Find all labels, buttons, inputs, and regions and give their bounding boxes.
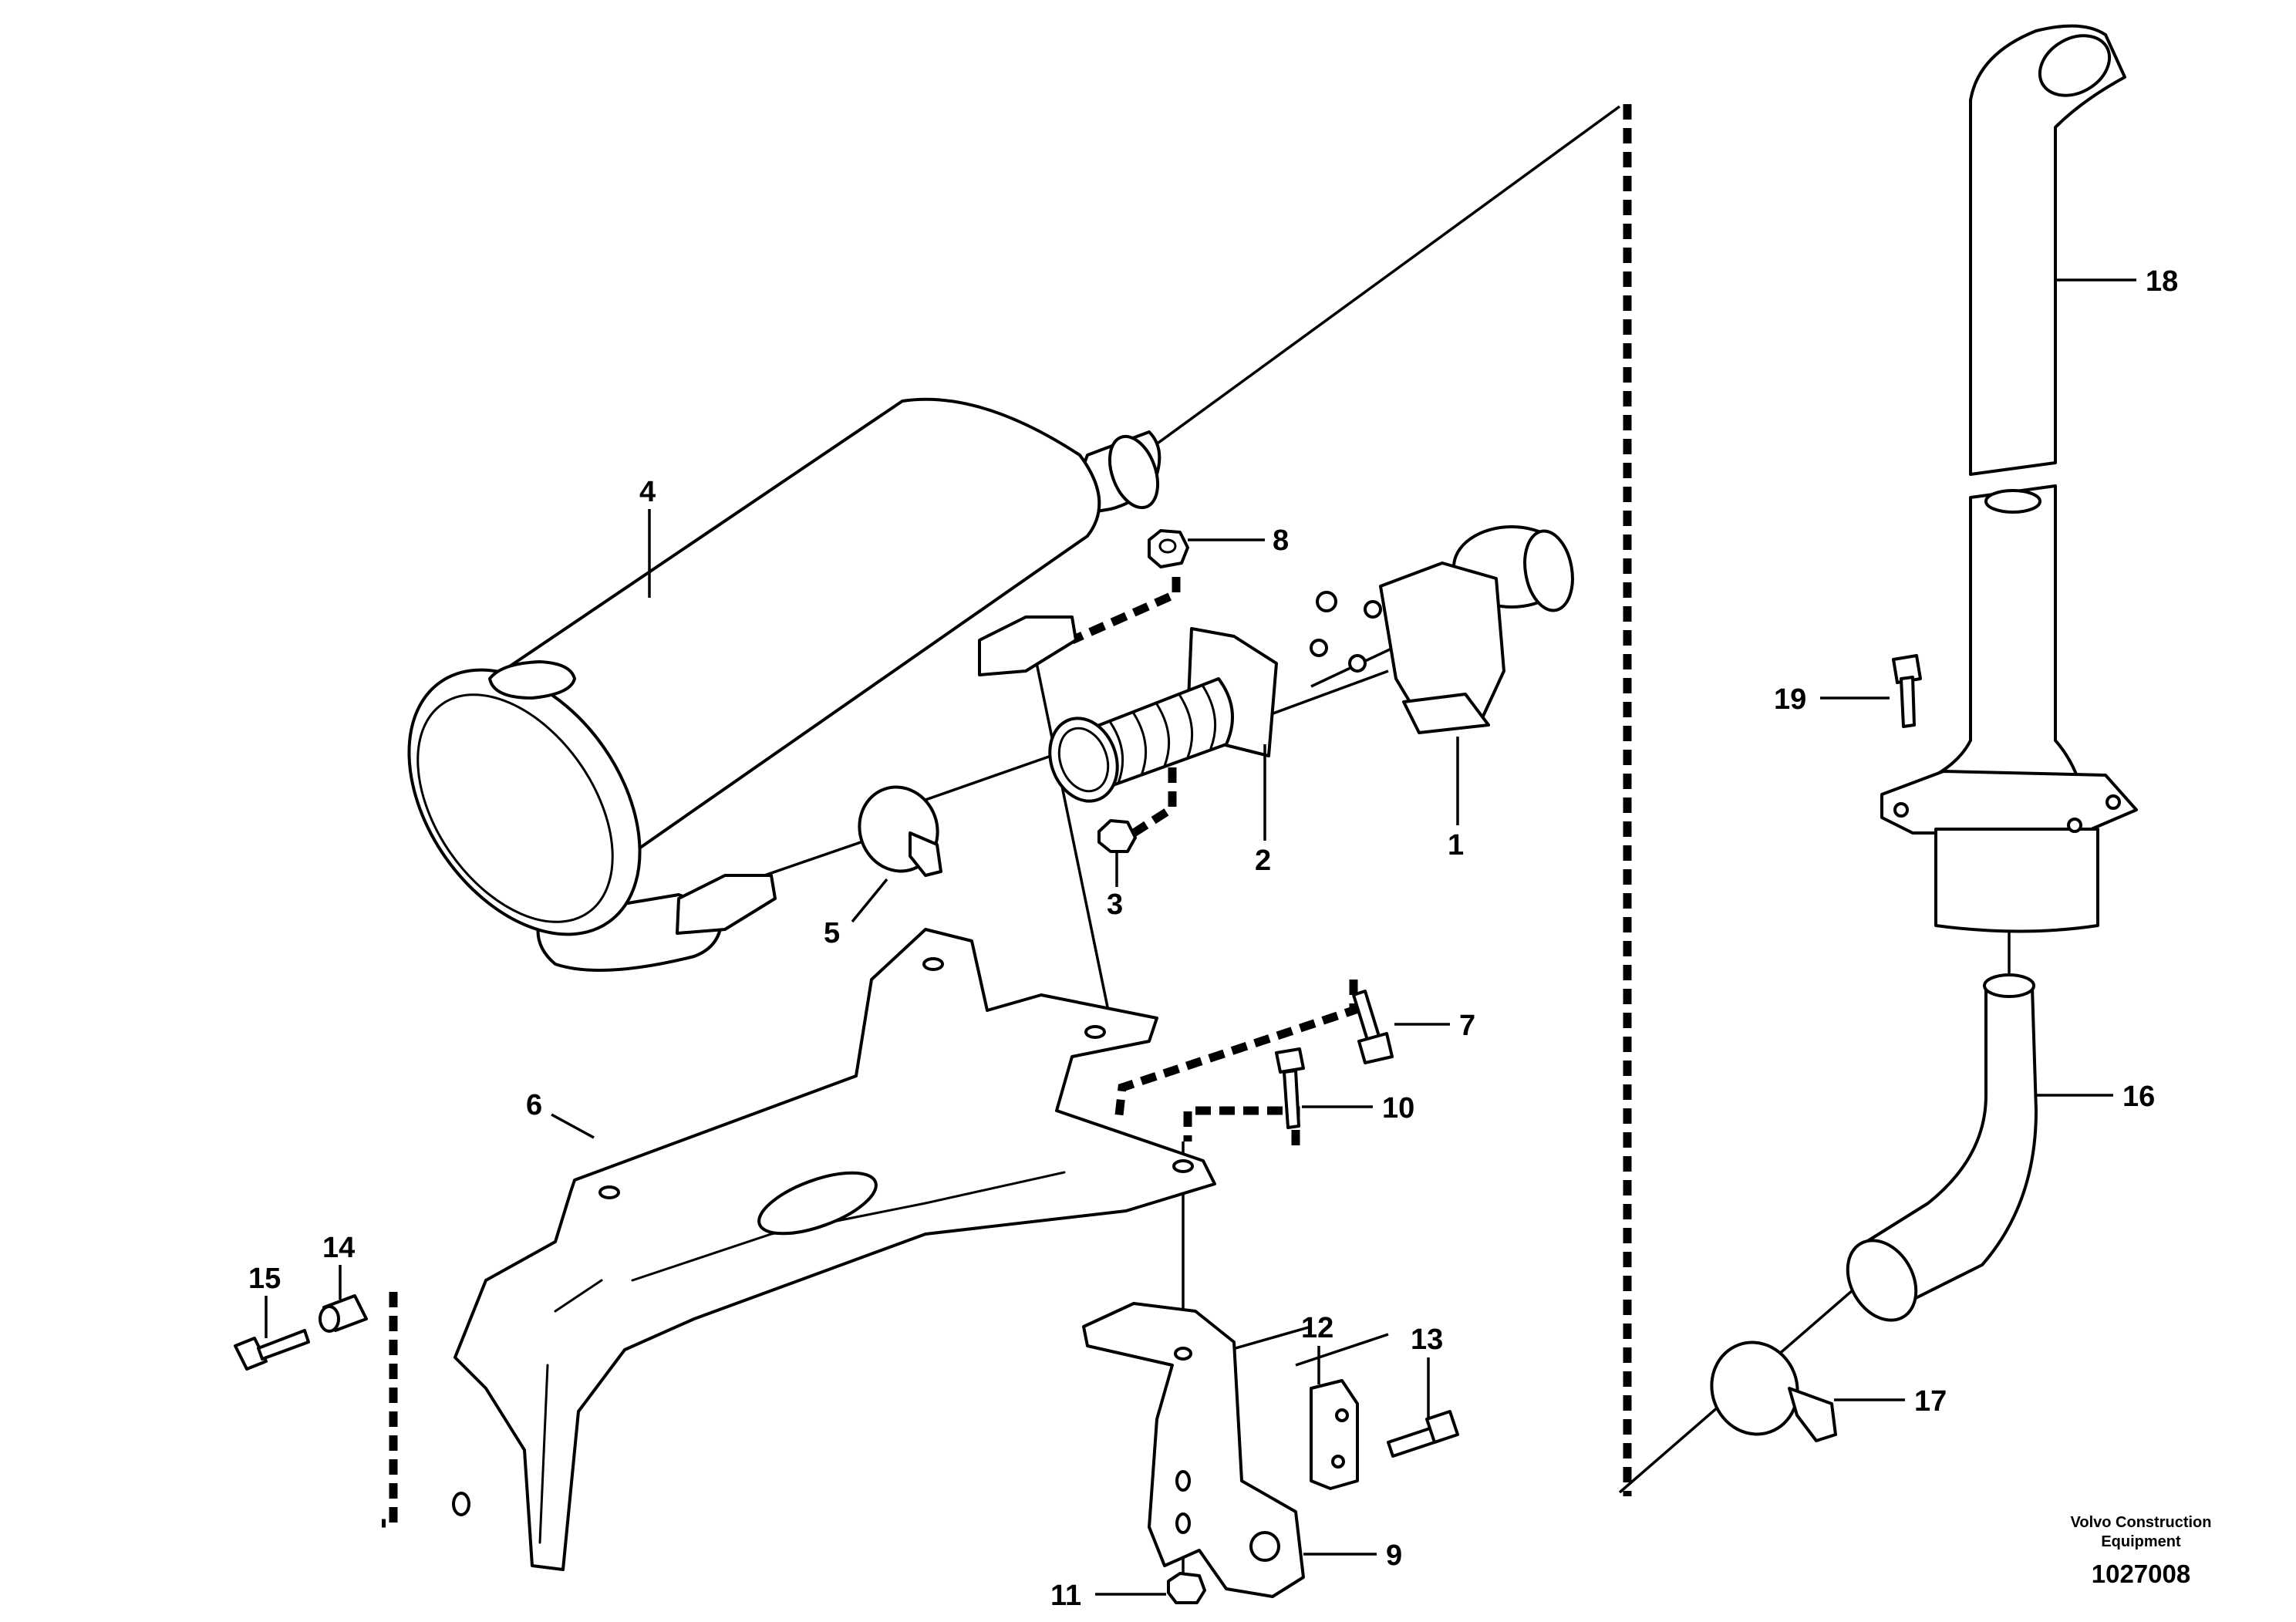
nut-part-8 — [1148, 529, 1189, 568]
bolt-part-19 — [1892, 654, 1922, 728]
callout-15: 15 — [248, 1263, 281, 1295]
muffler-part — [407, 397, 1161, 972]
callout-12: 12 — [1301, 1312, 1333, 1344]
dashed-line-8 — [1070, 577, 1181, 645]
leader-5 — [851, 878, 888, 923]
spacer-part-14 — [319, 1294, 368, 1333]
turbo-flange-part — [1310, 525, 1574, 734]
assembly-line-bolt-13 — [1295, 1333, 1389, 1367]
bolt-part-15 — [234, 1329, 310, 1371]
dashed-line-3 — [1131, 767, 1177, 837]
dashed-line-7 — [1114, 980, 1358, 1123]
clamp-part-17 — [1710, 1340, 1837, 1442]
nut-part-11 — [1167, 1572, 1206, 1604]
assembly-line-bracket-8 — [1032, 647, 1112, 1023]
callout-16: 16 — [2122, 1081, 2155, 1113]
callout-18: 18 — [2146, 265, 2178, 298]
document-number: 1027008 — [2092, 1560, 2190, 1588]
clamp-part-5 — [858, 785, 942, 877]
callout-8: 8 — [1273, 524, 1289, 557]
flex-bellows-part — [1048, 627, 1278, 803]
dashed-line-10 — [1183, 1106, 1300, 1145]
callout-5: 5 — [824, 917, 840, 949]
callout-9: 9 — [1386, 1539, 1402, 1572]
nut-part-3 — [1097, 819, 1137, 853]
callout-2: 2 — [1255, 845, 1271, 877]
dashed-line-14 — [382, 1292, 398, 1528]
callout-7: 7 — [1459, 1010, 1475, 1042]
bolt-part-13 — [1387, 1410, 1459, 1458]
bolt-part-7 — [1352, 990, 1394, 1064]
callout-3: 3 — [1107, 889, 1123, 921]
callout-11: 11 — [1050, 1580, 1081, 1612]
leader-6 — [551, 1113, 595, 1139]
callout-14: 14 — [322, 1232, 355, 1264]
callout-6: 6 — [526, 1089, 542, 1121]
callout-1: 1 — [1448, 829, 1464, 862]
elbow-pipe-part — [1846, 973, 2038, 1322]
assembly-line-outlet — [1140, 105, 1621, 457]
stack-pipe-part — [1880, 24, 2138, 933]
callout-19: 19 — [1774, 683, 1806, 716]
brand-line-1: Volvo Construction — [2071, 1514, 2212, 1531]
brand-line-2: Equipment — [2101, 1533, 2181, 1550]
lower-bracket-part — [1082, 1302, 1305, 1598]
callout-17: 17 — [1914, 1385, 1947, 1418]
plate-part-12 — [1310, 1379, 1359, 1490]
callout-4: 4 — [639, 476, 656, 508]
support-bracket-part — [452, 928, 1216, 1571]
callout-10: 10 — [1382, 1092, 1414, 1125]
callout-13: 13 — [1411, 1324, 1443, 1356]
bolt-part-10 — [1275, 1047, 1305, 1129]
